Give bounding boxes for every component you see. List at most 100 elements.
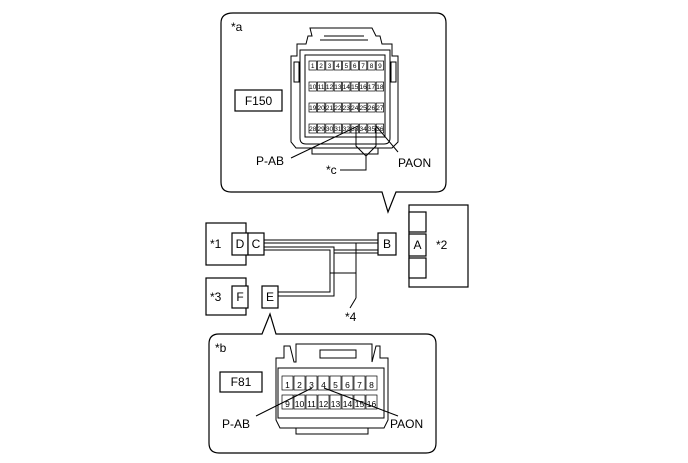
callout-a-panel	[220, 12, 447, 214]
pin-cavity	[281, 394, 294, 410]
pin-number: 21	[326, 105, 334, 112]
pin-number: 19	[309, 105, 317, 112]
callout-a-label: *a	[231, 20, 243, 34]
pin-number: 16	[359, 84, 367, 91]
pin-cavity	[342, 123, 351, 134]
pin-cavity	[333, 123, 342, 134]
connector-code-box-bottom	[219, 371, 263, 393]
pin-cavity	[317, 375, 330, 391]
f81-p-ab-label: P-AB	[222, 417, 250, 431]
pin-number: 5	[344, 63, 348, 70]
pin-cavity	[317, 394, 330, 410]
pin-number: 14	[343, 399, 353, 409]
pin-number: 7	[357, 380, 362, 390]
callout-c-label: *c	[326, 163, 337, 177]
wire-harness	[264, 239, 378, 309]
pin-number: 9	[285, 399, 290, 409]
pin-number: 12	[326, 84, 334, 91]
pin-number: 6	[345, 380, 350, 390]
pin-number: 15	[351, 84, 359, 91]
pin-cavity	[333, 102, 342, 113]
pin-number: 2	[319, 63, 323, 70]
pin-number: 26	[368, 105, 376, 112]
callout-1-label: *1	[210, 237, 222, 251]
pin-cavity	[317, 81, 326, 92]
connector-a-box	[408, 233, 427, 257]
callout-2-label: *2	[436, 238, 448, 252]
pin-cavity	[375, 102, 384, 113]
device-2-slot-bottom	[408, 257, 427, 279]
pin-cavity	[333, 60, 342, 71]
pin-number: 11	[307, 399, 316, 409]
f150-p-ab-label: P-AB	[256, 154, 284, 168]
pin-number: 17	[368, 84, 376, 91]
pin-number: 10	[309, 84, 317, 91]
pin-cavity	[342, 60, 351, 71]
pin-number: 8	[370, 63, 374, 70]
connector-code-top: F150	[245, 94, 273, 108]
pin-number: 1	[311, 63, 315, 70]
pin-cavity	[359, 60, 368, 71]
pin-number: 5	[333, 380, 338, 390]
pin-number: 15	[355, 399, 365, 409]
callout-b-label: *b	[215, 341, 227, 355]
pin-cavity	[281, 375, 294, 391]
connector-f-label: F	[236, 290, 243, 304]
pin-number: 6	[353, 63, 357, 70]
pin-number: 4	[321, 380, 326, 390]
pin-cavity	[350, 81, 359, 92]
connector-f150-body	[290, 27, 399, 155]
pin-number: 11	[318, 84, 325, 91]
connector-d-label: D	[236, 237, 245, 251]
pin-cavity	[341, 394, 354, 410]
pin-number: 32	[343, 126, 351, 133]
pin-cavity	[293, 375, 306, 391]
connector-e-box	[261, 285, 279, 309]
connector-b-box	[377, 232, 397, 256]
callout-3-label: *3	[210, 290, 222, 304]
pin-cavity	[325, 102, 334, 113]
pin-number: 13	[334, 84, 342, 91]
pin-cavity	[325, 123, 334, 134]
pin-cavity	[308, 81, 317, 92]
pin-cavity	[359, 81, 368, 92]
pin-cavity	[293, 394, 306, 410]
short-pin-leader	[340, 156, 367, 171]
f150-p-ab-leader	[290, 125, 359, 159]
pin-number: 3	[328, 63, 332, 70]
pin-cavity	[308, 123, 317, 134]
pin-cavity	[367, 123, 376, 134]
connector-b-label: B	[383, 237, 391, 251]
connector-a-label: A	[413, 238, 421, 252]
pin-cavity	[350, 60, 359, 71]
pin-number: 27	[376, 105, 384, 112]
pin-number: 28	[309, 126, 317, 133]
pin-cavity	[317, 102, 326, 113]
device-2-slot-top	[408, 211, 427, 233]
pin-cavity	[367, 102, 376, 113]
pin-number: 14	[343, 84, 351, 91]
pin-number: 8	[369, 380, 374, 390]
connector-f-box	[231, 285, 249, 309]
pin-cavity	[317, 60, 326, 71]
pin-cavity	[325, 60, 334, 71]
pin-cavity	[305, 375, 318, 391]
pin-cavity	[308, 102, 317, 113]
pin-cavity	[365, 375, 378, 391]
f81-paon-leader	[323, 387, 399, 417]
pin-number: 29	[317, 126, 325, 133]
pin-number: 13	[331, 399, 341, 409]
connector-e-label: E	[266, 290, 274, 304]
f81-paon-label: PAON	[390, 417, 423, 431]
pin-number: 3	[309, 380, 314, 390]
pin-number: 33	[351, 126, 359, 133]
pin-cavity	[325, 81, 334, 92]
pin-cavity	[305, 394, 318, 410]
pin-cavity	[365, 394, 378, 410]
pin-cavity	[359, 102, 368, 113]
pin-number: 35	[368, 126, 376, 133]
pin-cavity	[375, 81, 384, 92]
pin-cavity	[350, 102, 359, 113]
